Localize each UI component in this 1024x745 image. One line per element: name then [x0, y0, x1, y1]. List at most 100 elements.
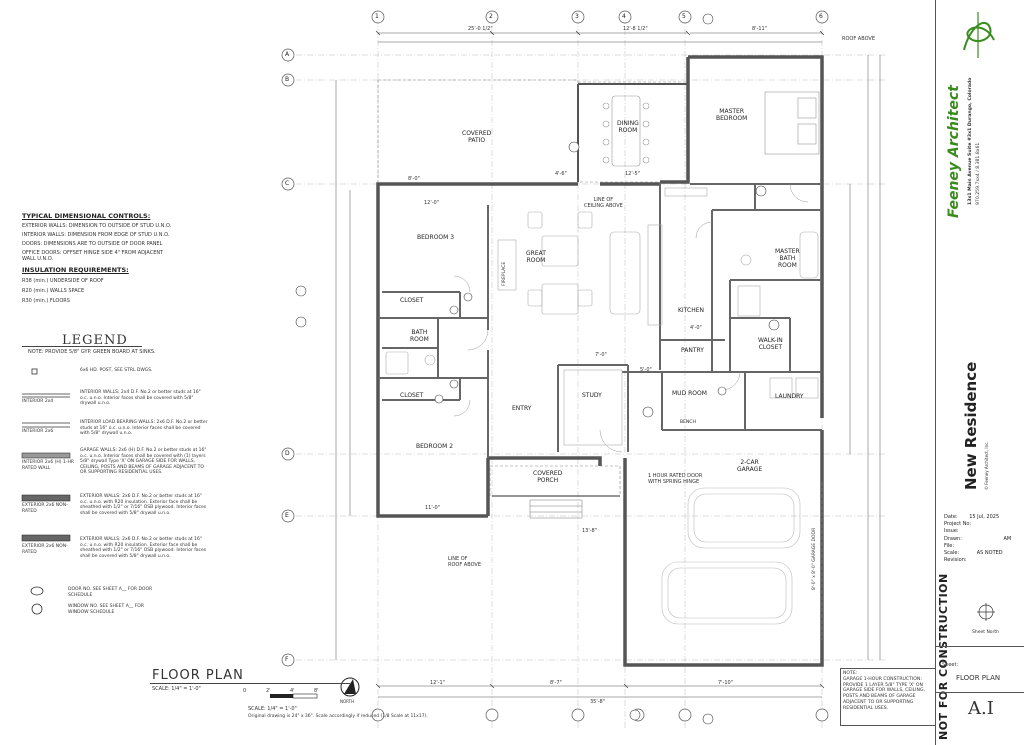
grid-col-label: 6 [819, 13, 823, 20]
north-arrow [340, 677, 360, 697]
dining-walls [577, 83, 688, 182]
room-great-room: GREAT ROOM [526, 250, 546, 264]
project-no-label: Project No: [944, 521, 972, 528]
dim-misc: 12'-5" [625, 171, 641, 177]
legend-post: 6x6 HD. POST, SEE STRL DWGS. [80, 368, 153, 373]
legend-label: INTERIOR 2x4 [22, 399, 54, 404]
room-kitchen: KITCHEN [678, 307, 704, 314]
legend-label: INTERIOR 2x6 (H) 1-HR RATED WALL [22, 460, 74, 471]
date-value: 15 Jul, 2025 [969, 514, 1000, 520]
master-bed [764, 91, 820, 155]
floor-plan-drawing [270, 10, 885, 728]
bar-tick: 8' [314, 688, 319, 694]
dim-ticks [375, 30, 825, 689]
legend-garage-wall: GARAGE WALLS: 2x6 (H) D.F. No.2 or bette… [80, 448, 207, 475]
bar-tick: 4' [290, 688, 295, 694]
legend-tag-symbols [30, 586, 44, 615]
room-entry: ENTRY [512, 405, 532, 412]
bath-fixtures [385, 187, 819, 446]
garage-cars [661, 487, 801, 625]
grid-row-label: D [285, 450, 290, 457]
room-bath: BATH ROOM [410, 329, 429, 343]
typical-line: DOORS: DIMENSIONS ARE TO OUTSIDE OF DOOR… [22, 241, 163, 247]
room-covered-patio: COVERED PATIO [462, 130, 492, 144]
insulation-requirements: INSULATION REQUIREMENTS: R38 (min.) UNDE… [22, 266, 172, 304]
great-room-furniture [497, 211, 663, 326]
dim-bottom: 8'-7" [550, 680, 562, 686]
dim-misc: 13'-8" [582, 528, 598, 534]
room-bench: BENCH [680, 420, 696, 425]
room-master-bath: MASTER BATH ROOM [775, 248, 800, 269]
dim-misc: 12'-0" [424, 200, 440, 206]
typical-line: INTERIOR WALLS: DIMENSION FROM EDGE OF S… [22, 232, 170, 238]
room-closet-2: CLOSET [400, 392, 424, 399]
sheet-label: Sheet: [942, 662, 959, 668]
room-study: STUDY [582, 392, 602, 399]
dim-top: 25'-0 1/2" [468, 26, 493, 32]
firm-logo-icon [963, 12, 995, 58]
note-line-ceiling: LINE OF CEILING ABOVE [584, 197, 623, 209]
legend-title: LEGEND [62, 333, 128, 348]
scale-value: AS NOTED [976, 550, 1003, 557]
original-note: Original drawing is 24" x 36". Scale acc… [248, 714, 428, 719]
copyright: © Feeney Architect, Inc. [984, 441, 989, 490]
sheet-title: FLOOR PLAN [956, 674, 1001, 682]
room-laundry: LAUNDRY [775, 393, 804, 400]
insulation-title: INSULATION REQUIREMENTS: [22, 266, 129, 274]
grid-row-label: B [285, 76, 290, 83]
dim-top: 8'-11" [752, 26, 768, 32]
room-covered-porch: COVERED PORCH [533, 470, 563, 484]
firm-address: 13x1 Main Avenue Suite #3x1 Durango, Col… [968, 77, 973, 205]
sheet-north-icon [977, 603, 995, 621]
grid-row-label: A [285, 51, 290, 58]
section-markers [295, 13, 714, 725]
north-label: NORTH [340, 699, 355, 704]
sheet-north-label: Sheet North [972, 630, 1000, 635]
scale-label: Scale: [944, 550, 960, 557]
legend-note: NOTE: PROVIDE 5/8" GYP. GREEN BOARD AT S… [28, 349, 156, 355]
floor-plan-title: FLOOR PLAN [152, 668, 244, 683]
grid-row-label: E [285, 512, 289, 519]
grid-col-label: 5 [682, 13, 686, 20]
legend-door-tag: DOOR NO. SEE SHEET A__ FOR DOOR SCHEDULE [68, 587, 153, 598]
floor-plan-scale: SCALE: 1/4" = 1'-0" [152, 686, 201, 692]
room-bedroom3: BEDROOM 3 [417, 234, 455, 241]
dim-misc: 7'-0" [595, 352, 607, 358]
room-garage: 2-CAR GARAGE [737, 459, 763, 473]
legend-window-tag: WINDOW NO. SEE SHEET A__ FOR WINDOW SCHE… [68, 604, 144, 615]
insulation-line: R20 (min.) WALLS SPACE [22, 288, 85, 294]
firm-name: Feeney Architect [946, 85, 962, 218]
dim-misc: 8'-0" [408, 176, 420, 182]
dim-bottom: 35'-8" [590, 699, 606, 705]
grid-row-label: F [285, 656, 289, 663]
dim-bottom: 12'-1" [430, 680, 446, 686]
sheet-divider-2 [936, 692, 1024, 693]
typical-title: TYPICAL DIMENSIONAL CONTROLS: [22, 212, 151, 220]
door-swings [453, 183, 809, 453]
dining-table [602, 95, 650, 167]
insulation-line: R30 (min.) FLOORS [22, 298, 70, 304]
bar-tick: 0 [243, 688, 247, 694]
bar-scale [270, 693, 318, 699]
legend-label: INTERIOR 2x6 [22, 429, 54, 434]
sheet-divider [936, 646, 1024, 647]
legend-rule [22, 346, 142, 347]
room-dining: DINING ROOM [617, 120, 639, 134]
note-line-roof: LINE OF ROOF ABOVE [448, 556, 482, 568]
title-block: Feeney Architect 13x1 Main Avenue Suite … [935, 0, 1024, 745]
legend-label: EXTERIOR 2x6 NON-RATED [22, 544, 68, 555]
room-mud: MUD ROOM [672, 390, 707, 397]
project-title: New Residence [962, 361, 980, 490]
drawn-label: Drawn: [944, 535, 962, 542]
grid-col-label: 1 [375, 13, 379, 20]
legend-interior-2x6: INTERIOR LOAD BEARING WALLS: 2x6 D.F. No… [80, 420, 208, 436]
bar-scale-label: SCALE: 1/4" = 1'-0" [248, 706, 297, 712]
legend-interior-2x4: INTERIOR WALLS: 2x4 D.F. No.2 or better … [80, 390, 201, 406]
interior-walls [378, 183, 822, 458]
grid-col-label: 4 [622, 13, 626, 20]
typical-dimensional-controls: TYPICAL DIMENSIONAL CONTROLS: EXTERIOR W… [22, 212, 172, 262]
room-bedroom2: BEDROOM 2 [416, 443, 454, 450]
room-pantry: PANTRY [681, 347, 704, 354]
note-fireplace: FIREPLACE [502, 261, 507, 286]
